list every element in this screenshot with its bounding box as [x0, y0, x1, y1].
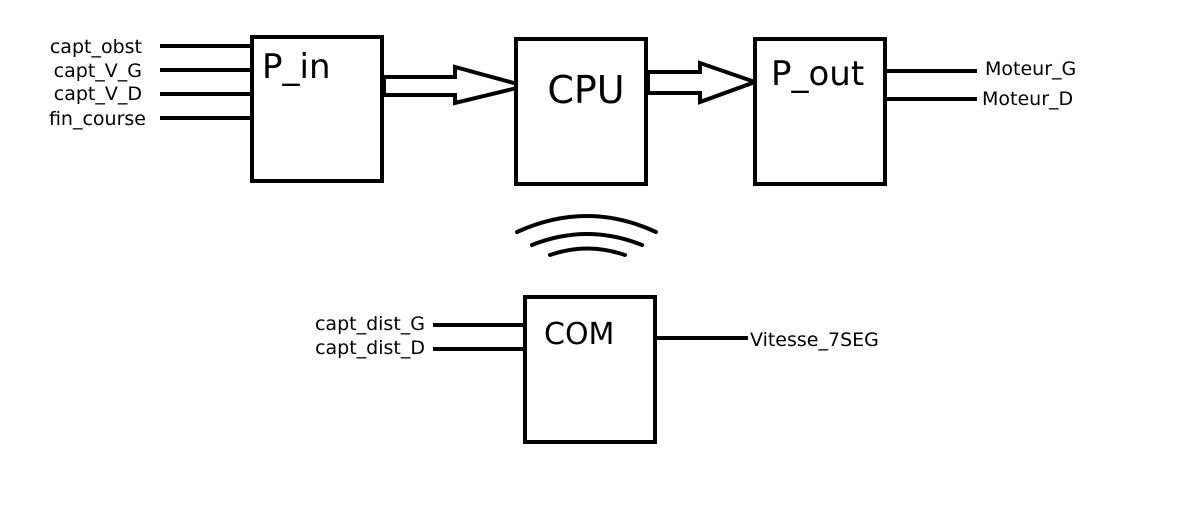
block-com: COM — [523, 295, 657, 444]
bus-arrow-cpu-to-p-out — [646, 60, 761, 105]
block-p-out: P_out — [753, 37, 887, 186]
output-label-moteur-d: Moteur_D — [982, 88, 1073, 110]
block-p-in-label: P_in — [262, 47, 331, 87]
output-label-moteur-g: Moteur_G — [985, 58, 1076, 80]
bus-arrow-p-in-to-cpu — [382, 64, 526, 106]
input-label-fin-course: fin_course — [49, 108, 146, 130]
block-p-out-label: P_out — [771, 54, 864, 94]
block-cpu: CPU — [514, 37, 648, 186]
wireless-icon — [515, 214, 658, 257]
block-cpu-label: CPU — [547, 68, 624, 112]
input-label-capt-v-g: capt_V_G — [54, 60, 142, 82]
p-in-input-labels: capt_obst capt_V_G capt_V_D fin_course — [49, 36, 146, 130]
block-p-in: P_in — [250, 35, 384, 183]
block-com-label: COM — [544, 317, 614, 352]
p-out-output-wires — [885, 69, 977, 101]
com-input-labels: capt_dist_G capt_dist_D — [315, 313, 425, 359]
output-label-vitesse-7seg: Vitesse_7SEG — [750, 329, 879, 351]
com-input-wires — [433, 323, 525, 351]
p-in-input-wires — [160, 44, 252, 120]
input-label-capt-dist-d: capt_dist_D — [315, 337, 425, 359]
p-out-output-labels: Moteur_G Moteur_D — [982, 58, 1076, 110]
input-label-capt-dist-g: capt_dist_G — [315, 313, 425, 335]
input-label-capt-obst: capt_obst — [50, 36, 142, 58]
input-label-capt-v-d: capt_V_D — [54, 83, 142, 105]
